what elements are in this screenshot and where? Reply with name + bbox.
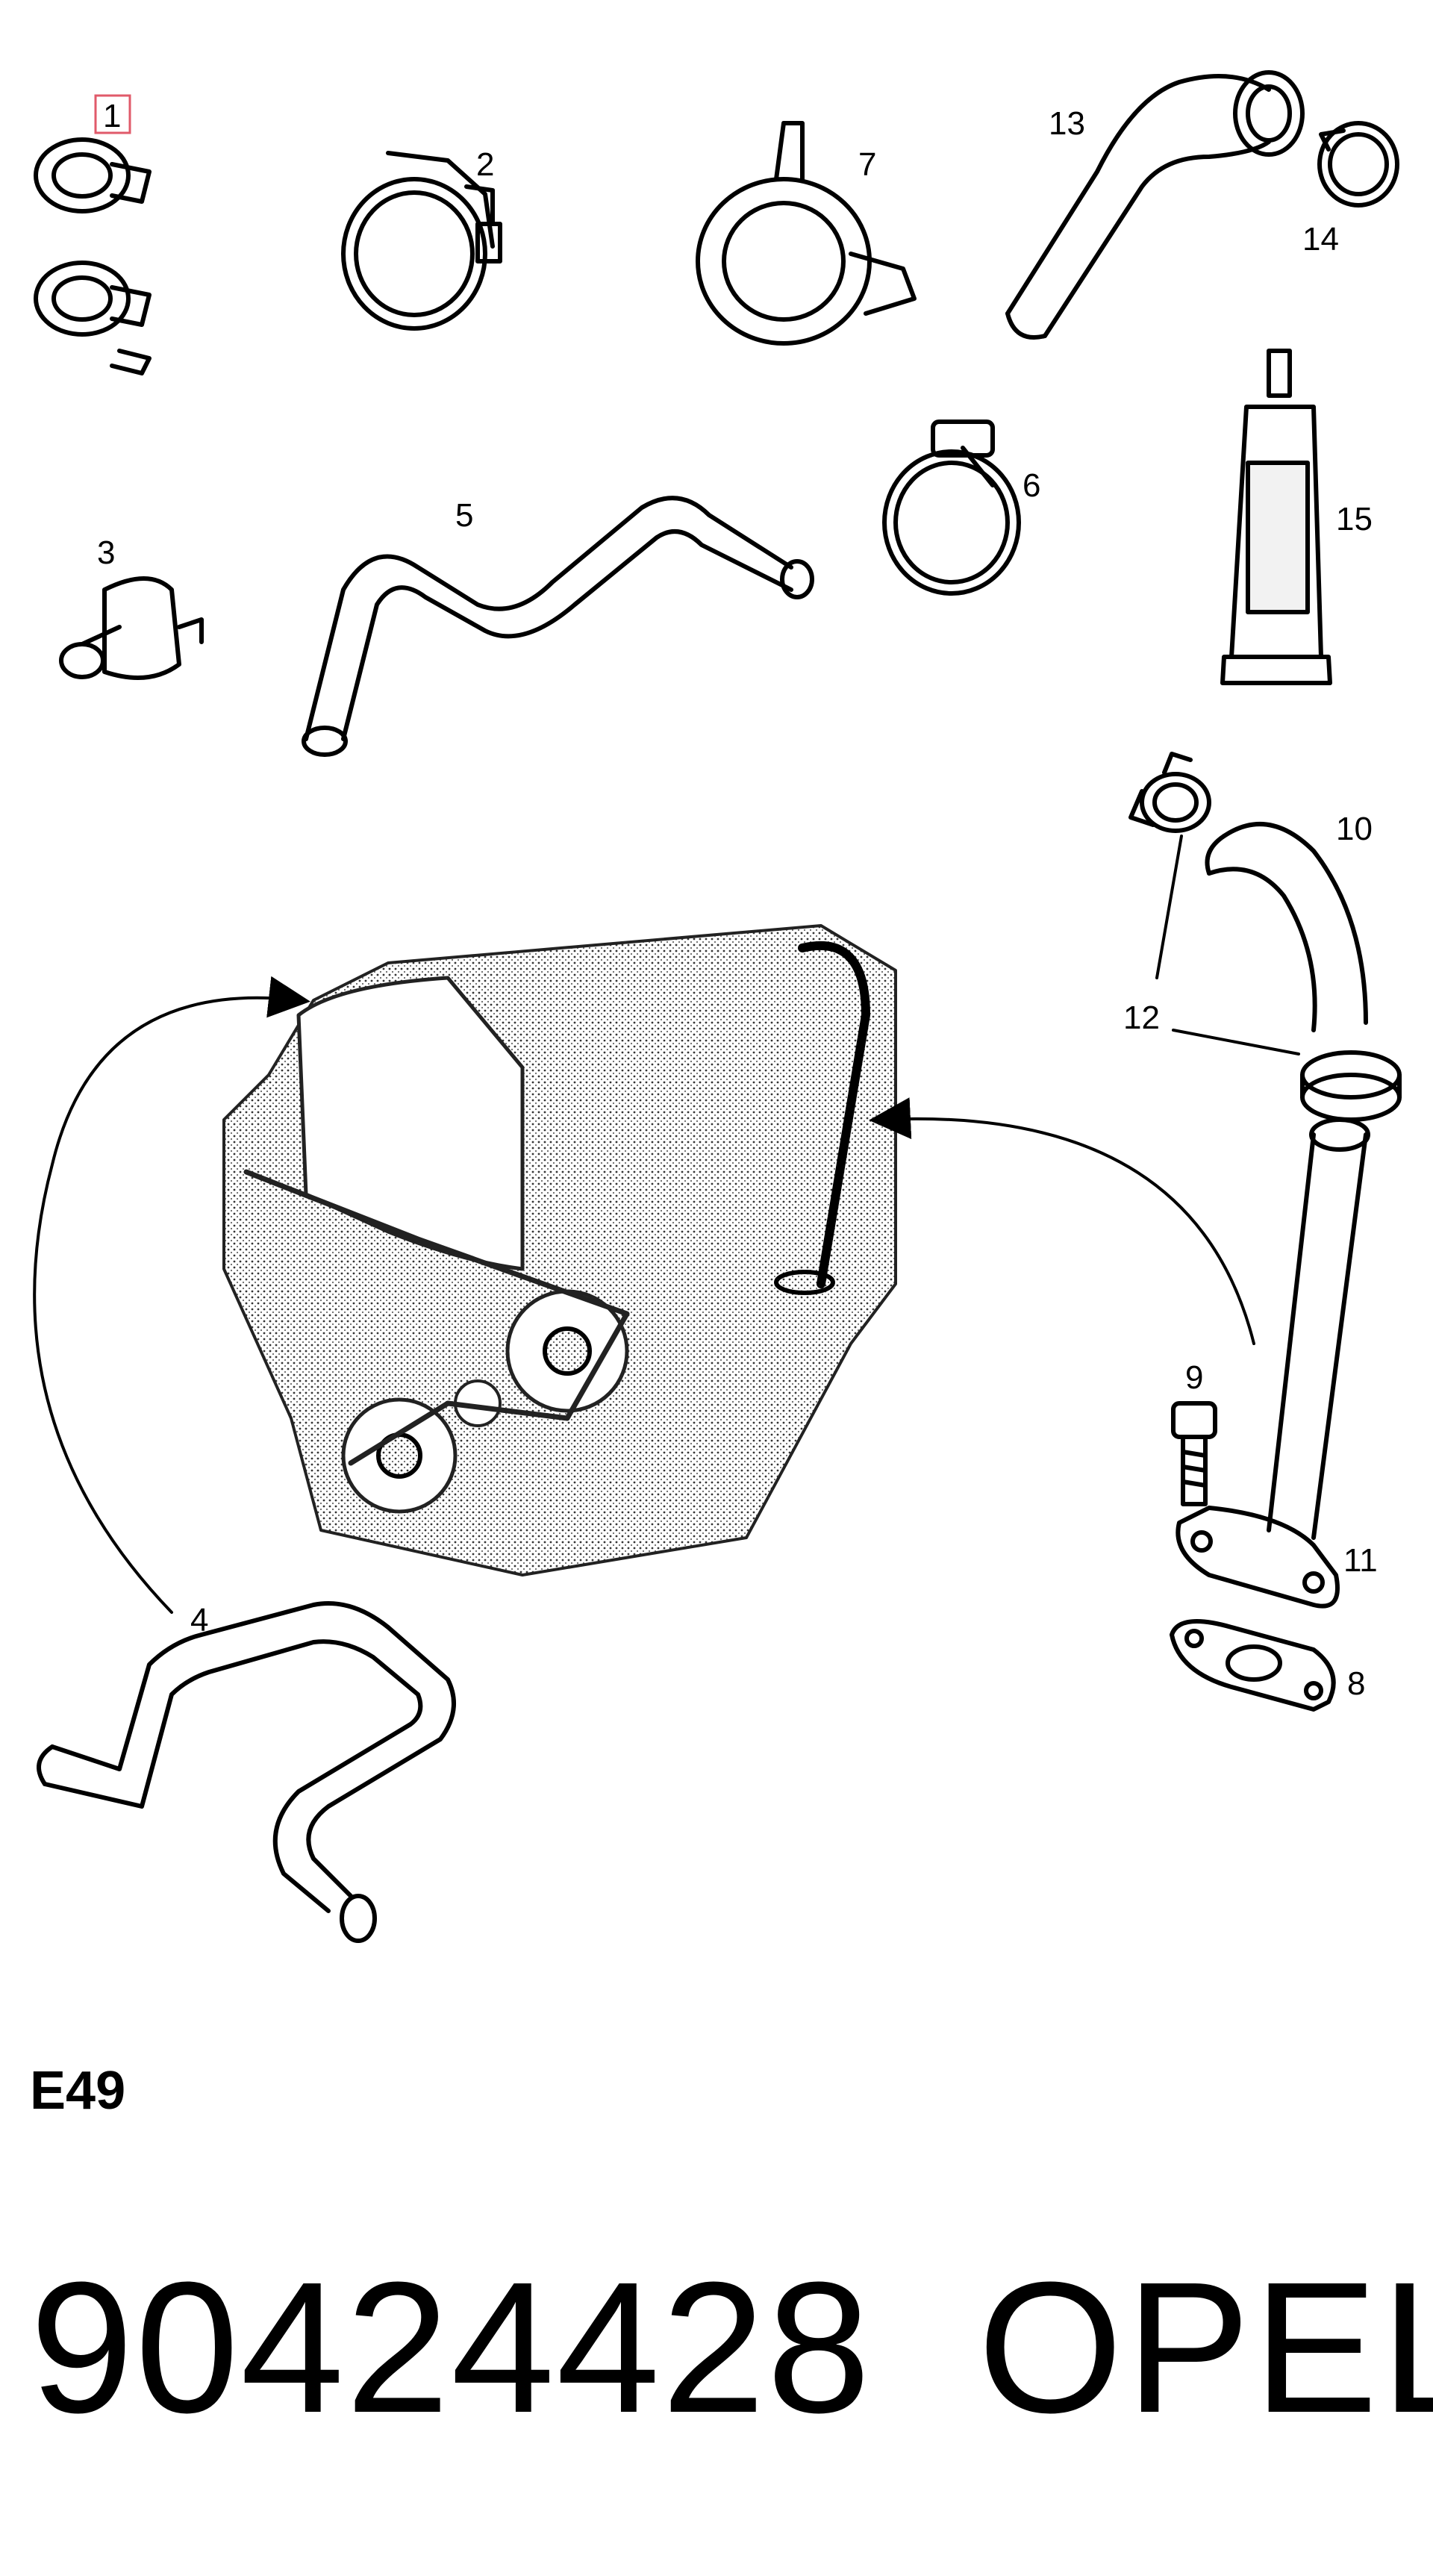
part-3-bracket: [59, 576, 204, 680]
arrow-4-to-engine: [33, 976, 310, 1614]
part-7-clamp: [696, 121, 917, 346]
part-4-hose: [37, 1601, 456, 1943]
callout-10[interactable]: 10: [1336, 811, 1373, 847]
callout-1-highlight: [94, 94, 131, 134]
leader-lines: [33, 835, 1300, 1614]
callout-13[interactable]: 13: [1049, 105, 1085, 142]
callout-8[interactable]: 8: [1347, 1665, 1365, 1702]
callout-2[interactable]: 2: [476, 146, 494, 183]
parts-diagram: 1 2 3 4 5 6 7 8 9 10 11 12 13 14 15: [33, 70, 1402, 1943]
leader-12-upper: [1155, 835, 1183, 979]
callout-9[interactable]: 9: [1185, 1359, 1203, 1396]
leader-12-lower: [1172, 1029, 1300, 1055]
engine-assembly: [222, 924, 897, 1577]
callout-11[interactable]: 11: [1343, 1542, 1378, 1579]
callout-1[interactable]: 1: [103, 98, 121, 134]
section-code: E49: [30, 2061, 126, 2121]
callout-12[interactable]: 12: [1123, 999, 1160, 1036]
part-9-bolt: [1171, 1401, 1217, 1506]
part-15-tube: [1220, 349, 1332, 685]
part-14-clamp: [1317, 121, 1399, 208]
part-13-hose: [1005, 70, 1305, 340]
brand-name: OPEL: [978, 2243, 1433, 2451]
part-8-gasket: [1170, 1619, 1336, 1712]
part-5-hose: [302, 496, 814, 757]
callout-3[interactable]: 3: [97, 534, 115, 571]
part-12-clamp-upper: [1128, 752, 1211, 833]
arrow-11-to-engine: [869, 1097, 1255, 1345]
part-11-pipe: [1176, 1117, 1370, 1609]
callout-5[interactable]: 5: [455, 497, 473, 534]
callout-15[interactable]: 15: [1336, 501, 1373, 537]
part-6-clamp: [882, 420, 1021, 596]
callout-14[interactable]: 14: [1302, 221, 1339, 258]
part-number: 90424428: [30, 2243, 872, 2451]
callout-6[interactable]: 6: [1023, 467, 1040, 504]
part-10-hose: [1205, 822, 1368, 1032]
part-12-clamp-lower: [1300, 1050, 1402, 1122]
callout-4[interactable]: 4: [190, 1602, 208, 1638]
callout-7[interactable]: 7: [858, 146, 876, 183]
part-2-clamp: [341, 151, 502, 331]
part-1-clips: [34, 137, 152, 375]
